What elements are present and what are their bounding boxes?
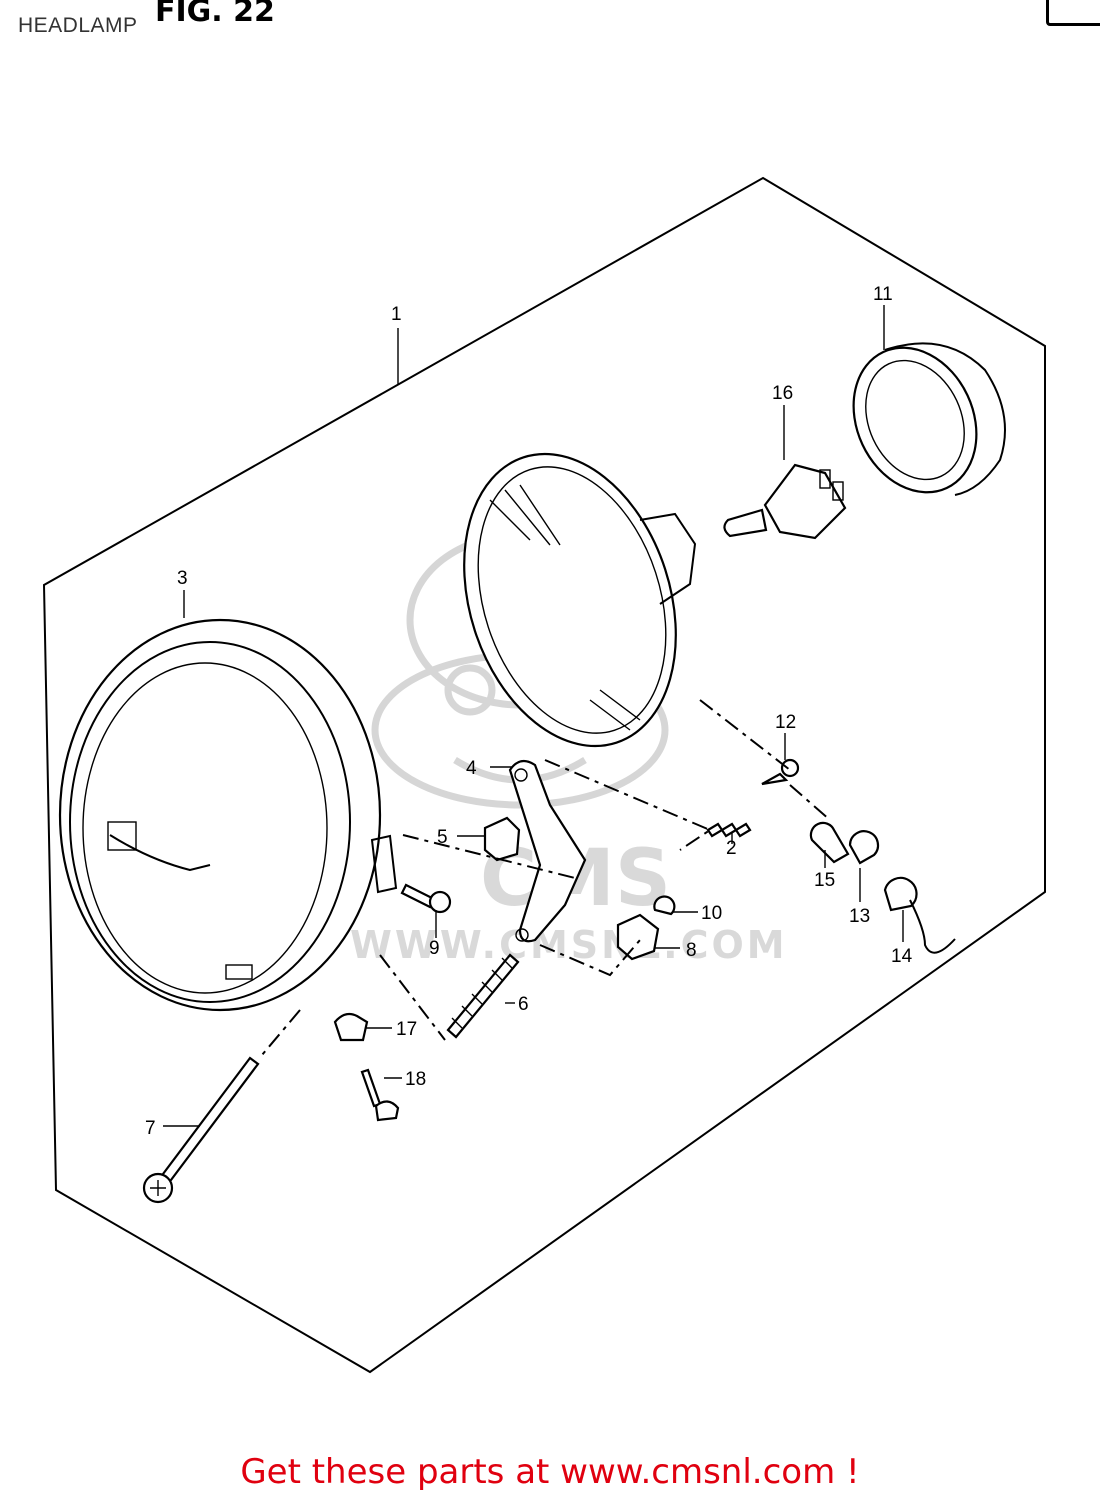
callout-2: 2 bbox=[726, 838, 737, 859]
callout-labels: 1 2 3 4 5 6 7 8 9 10 11 12 13 14 15 16 1… bbox=[145, 284, 913, 1139]
assembly-boundary bbox=[42, 176, 1046, 1374]
promo-footer-link[interactable]: Get these parts at www.cmsnl.com ! bbox=[240, 1452, 860, 1492]
callout-7: 7 bbox=[145, 1118, 156, 1139]
callout-18: 18 bbox=[405, 1069, 426, 1090]
callout-3: 3 bbox=[177, 568, 188, 589]
callout-15: 15 bbox=[814, 870, 835, 891]
callout-12: 12 bbox=[775, 712, 796, 733]
callout-11: 11 bbox=[873, 284, 893, 305]
headlamp-exploded-diagram: CMS WWW.CMSNL.COM bbox=[42, 176, 1046, 1374]
spring-6 bbox=[446, 953, 520, 1039]
screw-9 bbox=[400, 883, 436, 909]
watermark-url: WWW.CMSNL.COM bbox=[350, 923, 788, 967]
headlamp-unit bbox=[463, 452, 697, 748]
grommet-13 bbox=[848, 830, 880, 865]
assembly-lines bbox=[261, 699, 831, 1056]
callout-1: 1 bbox=[391, 304, 402, 325]
page-title: HEADLAMP bbox=[18, 14, 138, 37]
nut-8 bbox=[616, 913, 660, 961]
socket-cover bbox=[852, 342, 1006, 496]
pin-12 bbox=[761, 772, 789, 786]
headlamp-rim bbox=[58, 618, 398, 1012]
cushion-10 bbox=[653, 895, 676, 916]
callout-16: 16 bbox=[772, 383, 793, 404]
nut-5 bbox=[483, 816, 521, 862]
callout-8: 8 bbox=[686, 940, 697, 961]
mounting-bracket bbox=[508, 759, 587, 943]
corner-box-mark bbox=[1046, 0, 1100, 26]
callout-6: 6 bbox=[518, 994, 529, 1015]
callout-4: 4 bbox=[466, 758, 477, 779]
callout-10: 10 bbox=[701, 903, 722, 924]
bulb bbox=[723, 463, 847, 540]
callout-13: 13 bbox=[849, 906, 870, 927]
screw-7 bbox=[158, 1056, 260, 1186]
callout-9: 9 bbox=[429, 938, 440, 959]
leaders bbox=[163, 305, 904, 1127]
callout-17: 17 bbox=[396, 1019, 417, 1040]
callout-5: 5 bbox=[437, 827, 448, 848]
spring-2 bbox=[706, 822, 752, 838]
parts-small bbox=[142, 758, 956, 1204]
cushion-17 bbox=[333, 1012, 369, 1042]
callout-14: 14 bbox=[891, 946, 913, 967]
figure-label: FIG. 22 bbox=[155, 0, 275, 29]
bulb-15 bbox=[809, 821, 850, 864]
screw-18 bbox=[360, 1068, 382, 1108]
